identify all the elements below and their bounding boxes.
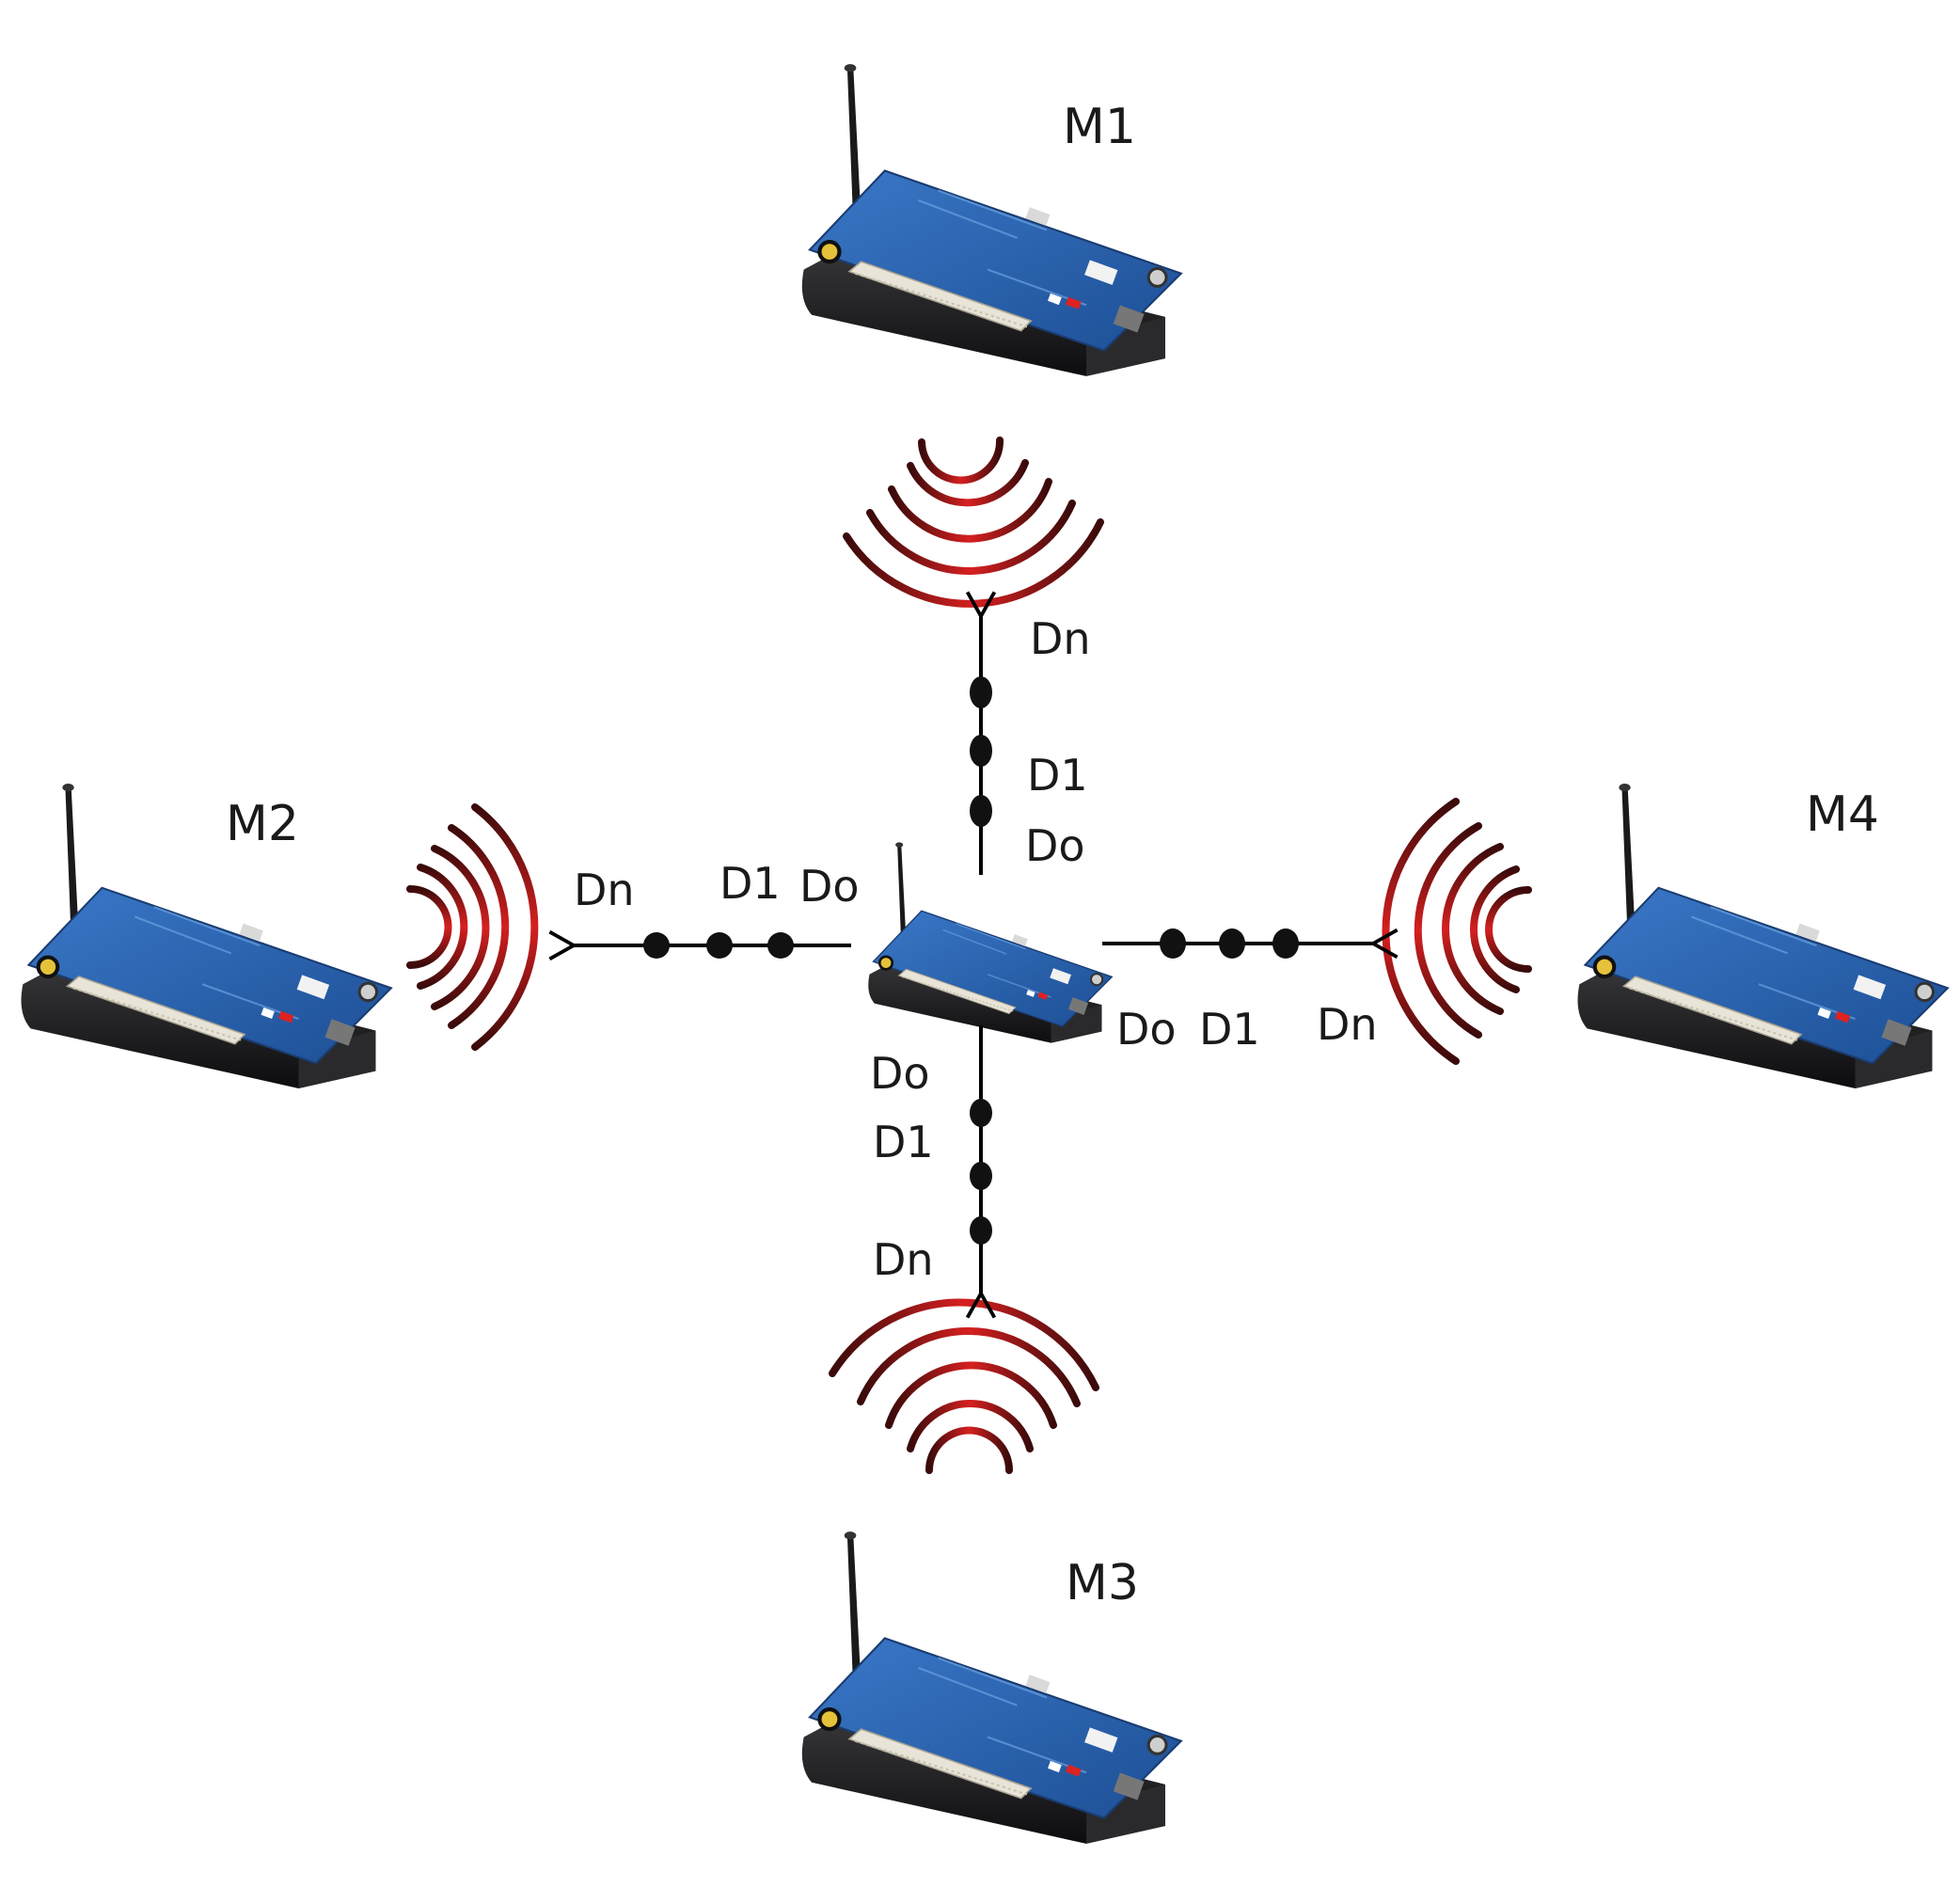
- label-up-d1: D1: [1027, 750, 1088, 801]
- packets-down: [970, 1099, 992, 1245]
- mote-m4: [1578, 784, 1948, 1088]
- mote-center: [866, 840, 1114, 1045]
- label-left-d0: Do: [799, 861, 860, 912]
- mote-label-m2: M2: [226, 796, 299, 852]
- radio-waves-left: [406, 803, 539, 1051]
- mote-m2: [22, 784, 391, 1088]
- label-right-d1: D1: [1199, 1004, 1260, 1055]
- mote-label-m4: M4: [1806, 786, 1879, 843]
- label-down-d0: Do: [870, 1048, 930, 1099]
- packet-dot: [970, 1216, 992, 1245]
- mote-label-m1: M1: [1063, 99, 1136, 155]
- packets-right: [1160, 928, 1299, 959]
- packet-dot: [706, 932, 733, 959]
- radio-waves-down: [829, 1298, 1099, 1474]
- packets-up: [970, 676, 992, 827]
- packet-dot: [970, 795, 992, 827]
- label-down-d1: D1: [873, 1117, 934, 1167]
- packet-dot: [970, 735, 992, 767]
- label-left-dn: Dn: [574, 865, 635, 915]
- radio-waves-up: [843, 436, 1104, 608]
- packet-dot: [643, 932, 670, 959]
- mote-center-device: [866, 840, 1114, 1045]
- label-up-d0: Do: [1025, 820, 1085, 871]
- packet-dot: [970, 1162, 992, 1190]
- packet-dot: [767, 932, 794, 959]
- packet-dot: [1219, 928, 1245, 959]
- mote-m2-device: [22, 784, 391, 1088]
- packet-dot: [970, 676, 992, 708]
- label-left-d1: D1: [719, 858, 781, 909]
- label-down-dn: Dn: [873, 1234, 934, 1285]
- packet-dot: [970, 1099, 992, 1127]
- label-right-d0: Do: [1116, 1004, 1177, 1055]
- mote-m4-device: [1578, 784, 1948, 1088]
- label-up-dn: Dn: [1030, 613, 1091, 664]
- radio-waves-right: [1382, 798, 1532, 1065]
- label-right-dn: Dn: [1317, 999, 1378, 1050]
- packets-left: [643, 932, 794, 959]
- packet-dot: [1272, 928, 1299, 959]
- mote-label-m3: M3: [1066, 1555, 1139, 1611]
- packet-dot: [1160, 928, 1186, 959]
